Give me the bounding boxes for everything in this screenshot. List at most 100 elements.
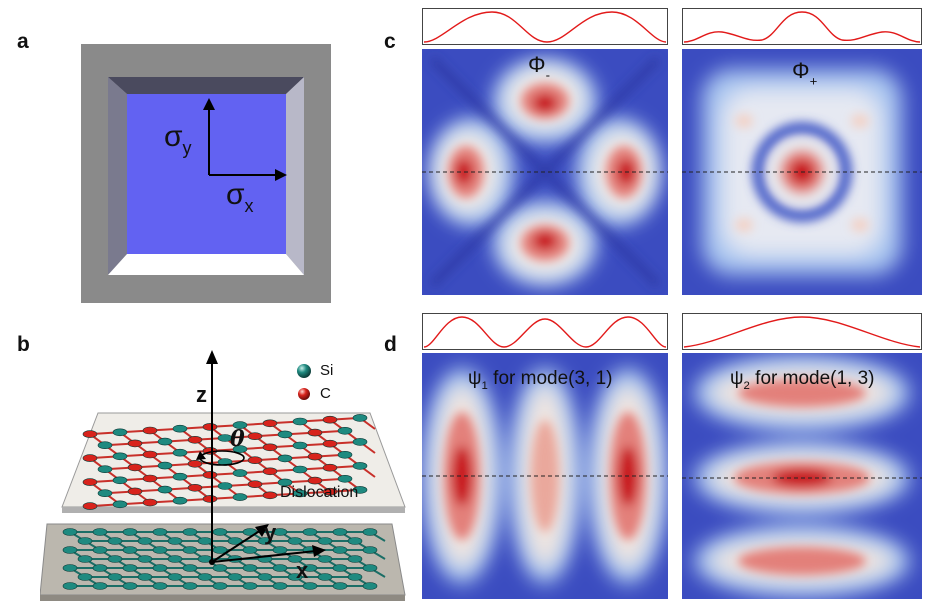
lattice-atom [157, 437, 173, 446]
lattice-atom [272, 564, 288, 572]
lattice-atom [302, 564, 318, 572]
lattice-atom [212, 564, 228, 572]
lattice-atom [197, 537, 213, 545]
lattice-atom [107, 537, 123, 545]
lattice-atom [122, 546, 138, 554]
lattice-atom [137, 537, 153, 545]
lattice-atom [257, 573, 273, 581]
lattice-atom [197, 573, 213, 581]
psi-2-label: ψ2 for mode(1, 3) [730, 368, 875, 393]
lattice-atom [122, 582, 138, 590]
lattice-atom [287, 537, 303, 545]
lattice-atom [232, 445, 248, 453]
lattice-atom [187, 484, 203, 492]
profile-curve-phi-plus [683, 11, 921, 43]
lattice-atom [82, 502, 98, 510]
lattice-atom [362, 582, 378, 590]
lattice-atom [317, 573, 333, 581]
lattice-atom [82, 478, 98, 486]
lattice-atom [337, 451, 353, 459]
profile-curve-psi-2 [683, 316, 921, 348]
lattice-atom [167, 555, 183, 563]
z-axis-label: z [196, 382, 207, 407]
lattice-atom [142, 426, 158, 435]
lattice-atom [152, 564, 168, 572]
profile-phi-plus [682, 8, 922, 45]
legend-label-si: Si [320, 362, 334, 379]
lattice-atom [152, 528, 168, 536]
origin-dot [209, 559, 215, 565]
lattice-atom [322, 463, 338, 472]
lattice-atom [262, 467, 278, 476]
lattice-atom [172, 496, 188, 505]
x-arrowhead [312, 545, 326, 557]
sigma-y-label: σy [164, 120, 192, 159]
membrane-diagram [81, 44, 331, 303]
psi-1-label: ψ1 for mode(3, 1) [468, 368, 613, 393]
lattice-atom [337, 427, 353, 435]
lattice-atom [317, 537, 333, 545]
lattice-atom [62, 546, 78, 554]
lattice-atom [142, 474, 158, 483]
lattice-atom [352, 486, 368, 494]
lattice-atom [352, 462, 368, 470]
mode-map-phi-minus [422, 49, 668, 295]
lattice-atom [347, 573, 363, 581]
lattice-atom [307, 452, 323, 461]
lattice-atom [112, 452, 128, 461]
lattice-atom [347, 537, 363, 545]
legend-label-c: C [320, 385, 331, 402]
lattice-atom [157, 461, 173, 470]
lattice-atom [62, 582, 78, 590]
panel-letter-a: a [17, 30, 29, 53]
lattice-atom [142, 498, 158, 507]
rotation-arrowhead [196, 451, 206, 460]
lattice-atom [292, 465, 308, 474]
lattice-atom [97, 489, 113, 497]
bottom-lattice [62, 528, 386, 590]
lattice-atom [302, 528, 318, 536]
lattice-atom [227, 537, 243, 545]
lattice-atom [287, 555, 303, 563]
lattice-atom [272, 546, 288, 554]
lattice-atom [247, 456, 263, 464]
top-plane-edge [62, 507, 405, 513]
lattice-atom [137, 573, 153, 581]
theta-label: θ [230, 426, 245, 452]
lattice-atom [152, 582, 168, 590]
si-atom-icon [297, 363, 311, 378]
lattice-atom [362, 528, 378, 536]
bottom-plane-edge [40, 595, 405, 601]
lattice-atom [92, 564, 108, 572]
mode-map-psi-2 [682, 353, 922, 599]
lattice-atom [247, 432, 263, 440]
lattice-atom [122, 528, 138, 536]
lattice-atom [127, 439, 143, 448]
lattice-atom [112, 500, 128, 509]
lattice-atom [277, 478, 293, 487]
bottom-wall [108, 254, 304, 275]
lattice-atom [182, 582, 198, 590]
phi-plus-label: Φ+ [792, 58, 818, 89]
lattice-atom [167, 573, 183, 581]
lattice-atom [82, 430, 98, 438]
lattice-atom [362, 546, 378, 554]
lattice-atom [272, 582, 288, 590]
profile-curve-phi-minus [423, 11, 667, 43]
lattice-atom [337, 475, 353, 483]
lattice-atom [227, 573, 243, 581]
lattice-atom [292, 417, 308, 426]
lattice-atom [347, 555, 363, 563]
c-atom-icon [298, 387, 310, 400]
lattice-atom [202, 423, 218, 431]
lattice-atom [242, 564, 258, 572]
mode-map-psi-1 [422, 353, 668, 599]
lattice-atom [127, 463, 143, 472]
top-lattice [82, 414, 376, 510]
profile-curve-psi-1 [423, 316, 667, 348]
top-wall [108, 77, 304, 94]
lattice-atom [122, 564, 138, 572]
lattice-atom [137, 555, 153, 563]
lattice-atom [157, 485, 173, 494]
lattice-atom [62, 528, 78, 536]
